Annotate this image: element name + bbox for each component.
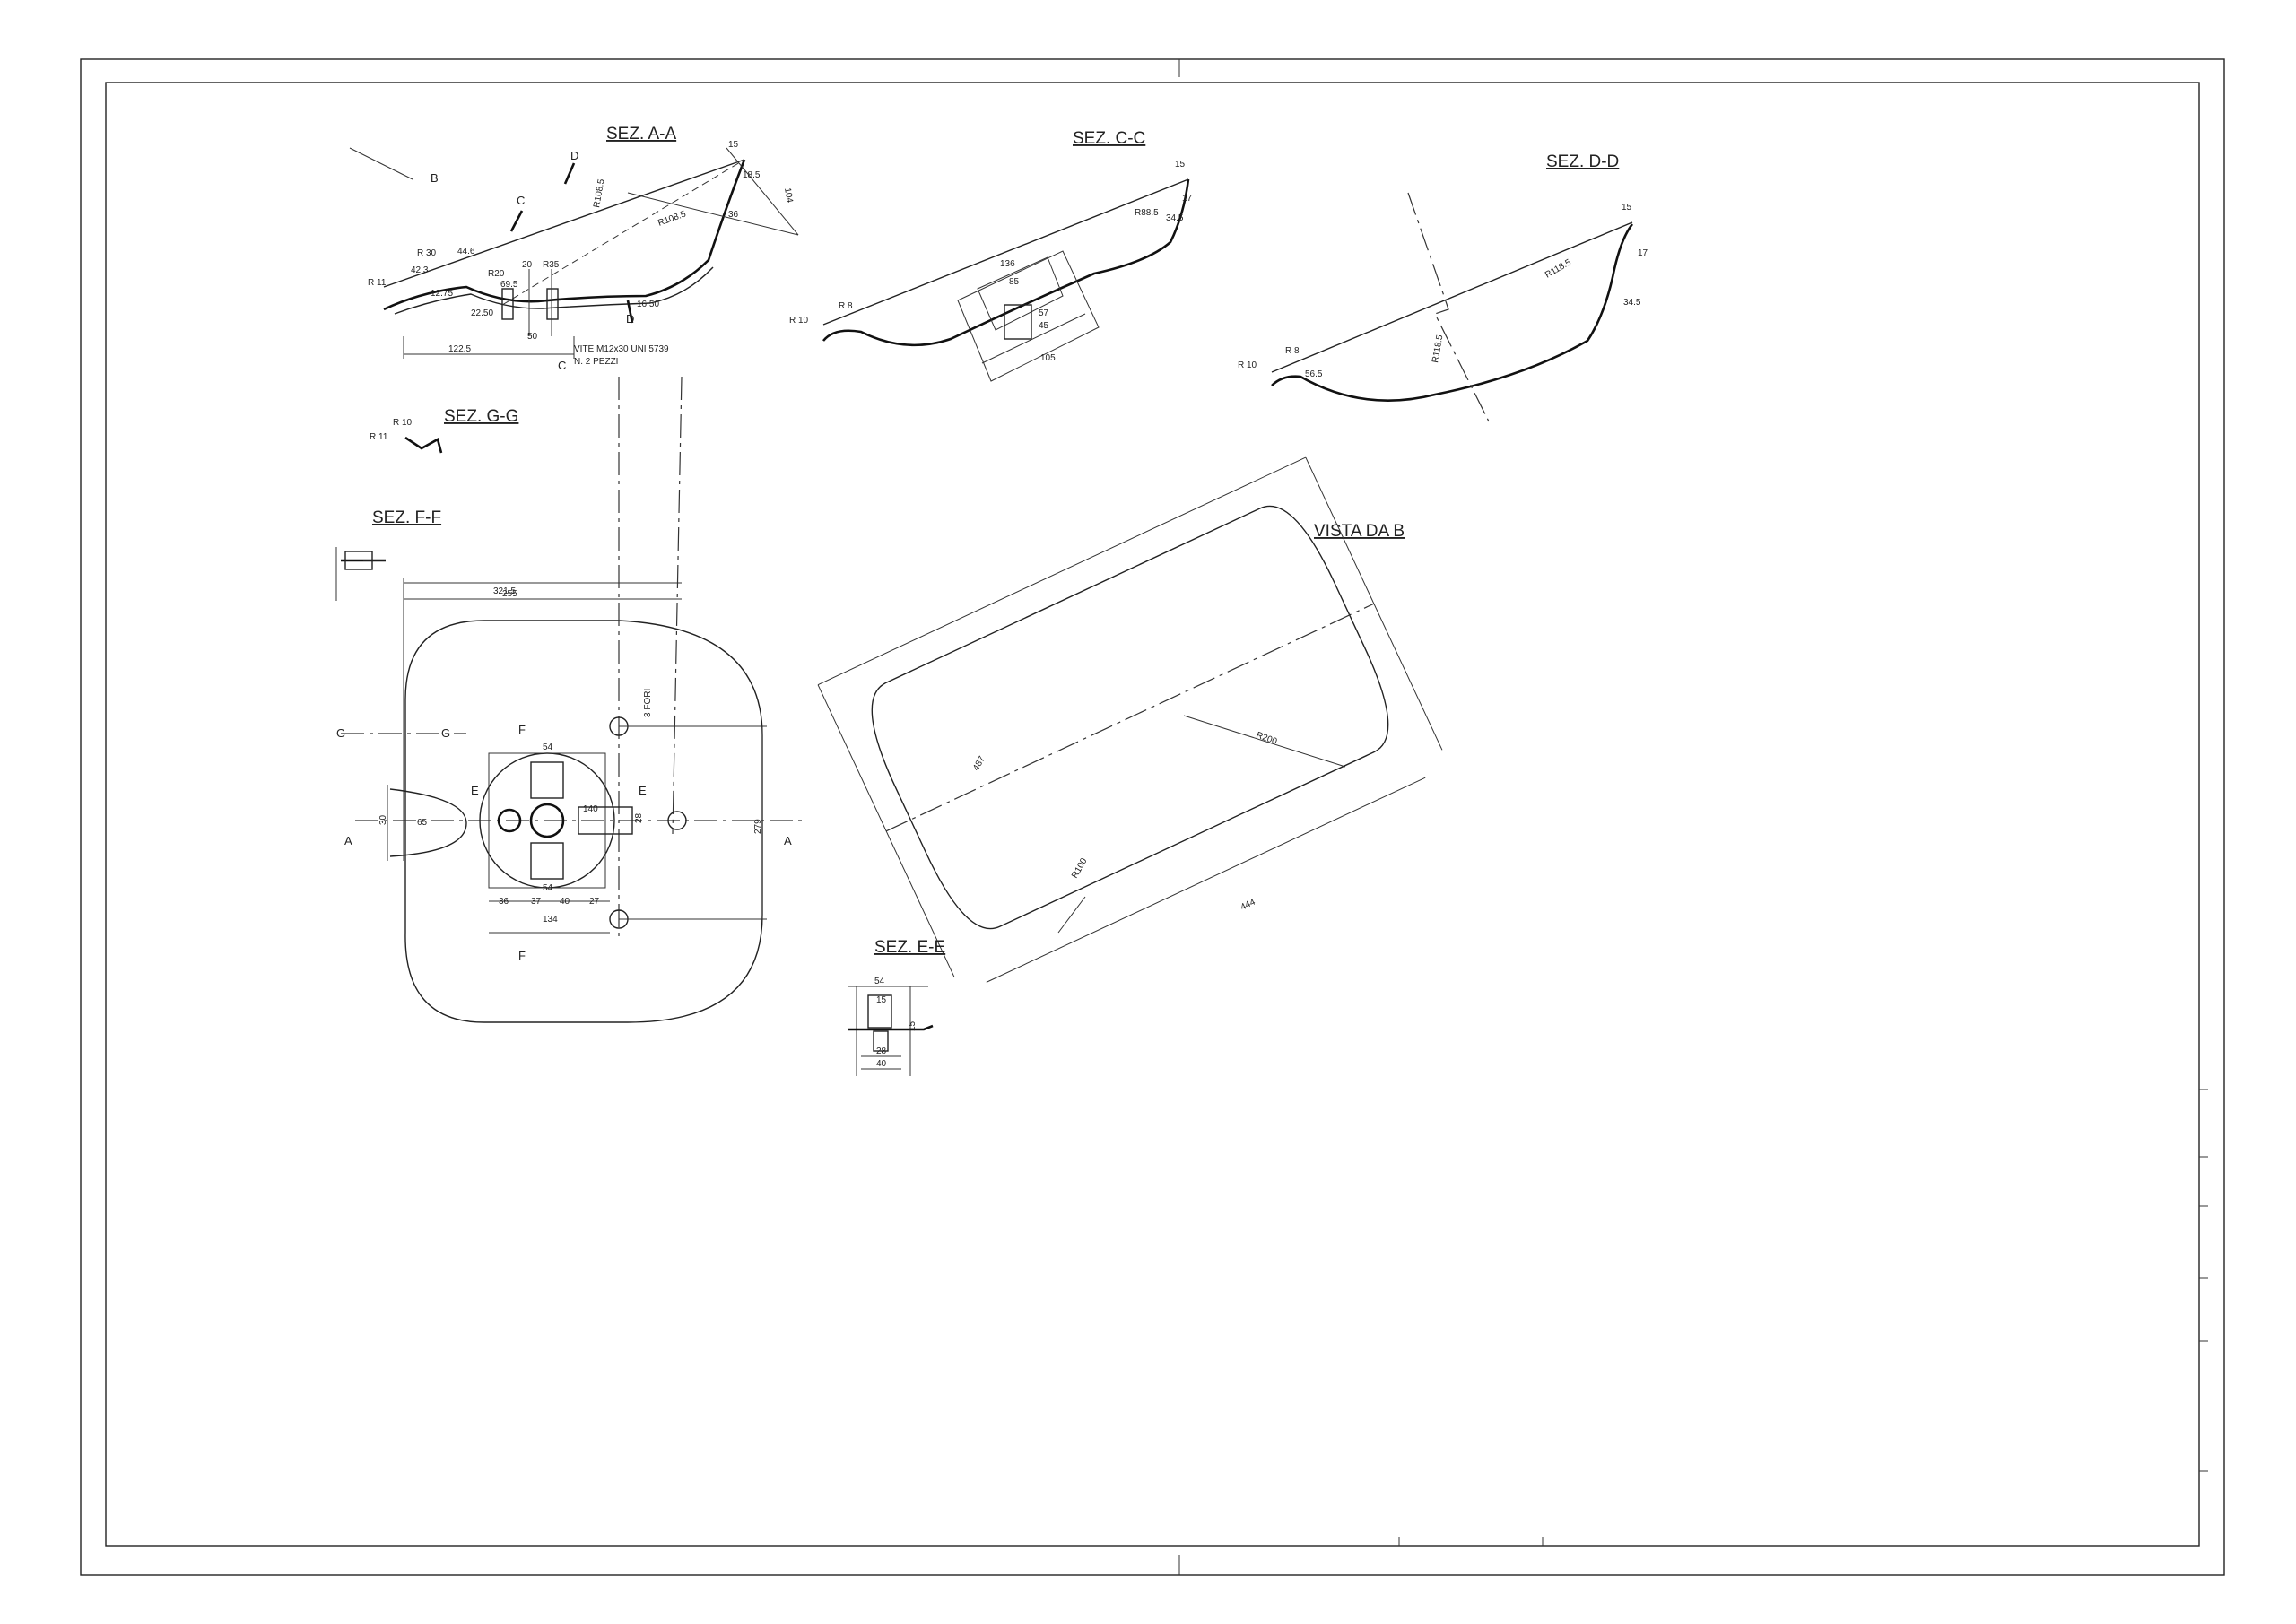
marker-c-bottom: C [558,359,566,372]
dim-text: 122.5 [448,344,471,354]
dim-text: 105 [1040,353,1056,363]
section-a-a: SEZ. A-A B C D D C VITE M12x30 UNI 5739 … [349,125,799,372]
section-f-f: SEZ. F-F [335,508,441,601]
dim-text: R 11 [368,278,387,288]
dim-text: 136 [1000,259,1015,269]
dim-text: R 11 [370,432,388,442]
vista-title: VISTA DA B [1314,522,1405,541]
dim-text: R 30 [417,248,437,258]
dim-text: 20 [522,260,533,270]
dim-text: 15 [908,1020,918,1031]
dim-text: 104 [782,187,795,204]
dim-text: 37 [531,897,542,907]
section-d-d: SEZ. D-D R 10 R 8 56.5 R118.5 R118.5 15 … [1238,152,1648,422]
dim-text: R100 [1070,856,1090,881]
section-d-d-title: SEZ. D-D [1546,152,1619,171]
dim-text: 487 [971,754,987,772]
marker-g-right: G [441,726,450,740]
plan-view: 321.5 255 30 65 54 54 36 37 40 27 134 28… [336,376,807,1023]
section-g-g: SEZ. G-G R 11 R 10 [370,407,518,454]
dim-text: R20 [488,269,505,279]
dim-text: 57 [1039,308,1049,318]
dim-text: R108.5 [592,178,607,208]
dim-text: 12.75 [430,289,453,299]
dim-text: 18.5 [743,170,761,180]
dim-text: 34.5 [1166,213,1184,223]
section-c-c: SEZ. C-C R 10 R 8 136 85 R88.5 34.5 17 1… [789,129,1193,382]
dim-text: 36 [499,897,509,907]
marker-a-left: A [344,834,352,847]
dim-text: 45 [1039,321,1049,331]
note-pieces: N. 2 PEZZI [574,357,618,367]
note-screw: VITE M12x30 UNI 5739 [574,344,669,354]
dim-text: 36 [728,210,739,220]
section-a-a-title: SEZ. A-A [606,125,676,143]
dim-text: R118.5 [1544,257,1573,280]
dim-text: 34.5 [1623,298,1641,308]
dim-text: R 10 [393,418,413,428]
marker-b: B [430,171,439,185]
marker-d-bottom: D [626,312,634,326]
dim-text: 134 [543,915,558,925]
dim-text: 17 [1182,194,1193,204]
dim-text: 42.3 [411,265,429,275]
dim-text: 50 [527,332,538,342]
dim-text: 15 [1175,160,1186,169]
sheet-frame [80,58,2225,1576]
section-e-e-title: SEZ. E-E [874,938,945,957]
dim-text: R 8 [839,301,853,311]
dim-text: 28 [876,1046,887,1056]
dim-text: 54 [543,743,553,752]
dim-text: 40 [876,1059,887,1069]
dim-text: 255 [502,589,517,599]
dim-text: 3 FORI [643,689,653,717]
dim-text: 17 [1638,248,1648,258]
dim-text: R 8 [1285,346,1300,356]
dim-text: 54 [543,883,553,893]
section-c-c-title: SEZ. C-C [1073,129,1145,148]
section-f-f-title: SEZ. F-F [372,508,441,527]
dim-text: R118.5 [1431,334,1445,363]
dim-text: 444 [1239,898,1257,913]
section-e-e: SEZ. E-E 54 15 28 40 15 [848,938,945,1076]
dim-text: 69.5 [500,280,518,290]
dim-text: R 10 [1238,360,1257,370]
marker-f-bottom: F [518,949,526,962]
dim-text: 56.5 [1305,369,1323,379]
marker-d-top: D [570,149,578,162]
marker-c-top: C [517,194,525,207]
dim-text: 28 [634,812,644,823]
dim-text: 85 [1009,277,1020,287]
dim-text: 40 [560,897,570,907]
dim-text: R 10 [789,316,809,326]
dim-text: 16.50 [637,300,659,309]
dim-text: 65 [417,818,428,828]
dim-text: R35 [543,260,560,270]
dim-text: 140 [583,804,598,814]
dim-text: 279 [753,819,763,834]
dim-text: 22.50 [471,308,493,318]
dim-text: 54 [874,977,885,986]
dim-text: 321.5 [493,586,516,596]
dim-text: 15 [728,140,739,150]
dim-text: 15 [876,995,887,1005]
marker-g-left: G [336,726,345,740]
section-g-g-title: SEZ. G-G [444,407,518,426]
marker-a-right: A [784,834,792,847]
dim-text: 27 [589,897,600,907]
marker-f-top: F [518,723,526,736]
dim-text: 15 [1622,203,1632,213]
marker-e-right: E [639,784,647,797]
vista-da-b: VISTA DA B R200 R100 444 487 [817,456,1443,983]
dim-text: 44.6 [457,247,475,256]
dim-text: R108.5 [657,209,687,229]
dim-text: R88.5 [1135,208,1159,218]
dim-text: 30 [378,814,388,825]
marker-e-left: E [471,784,479,797]
dim-text: R200 [1255,730,1279,747]
